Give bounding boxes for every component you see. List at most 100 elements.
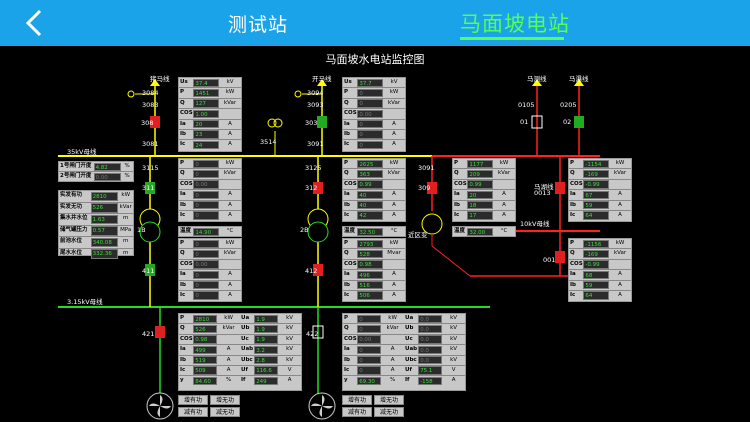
metric-value: 0.00	[93, 172, 122, 182]
metric-value: 24	[193, 140, 220, 150]
metric-unit: A	[390, 366, 395, 373]
breaker-422	[312, 325, 324, 339]
gen2-decrease-active-button[interactable]: 减有功	[342, 407, 372, 417]
metric-value: 0	[193, 201, 220, 210]
metric-name: 温度	[180, 228, 192, 234]
gen1-increase-active-button[interactable]: 增有功	[178, 395, 208, 405]
metric-unit: Mvar	[387, 250, 401, 257]
metric-name: 集水井水位	[60, 215, 88, 221]
metric-value: 0	[357, 345, 382, 355]
metric-name: Uab	[405, 346, 418, 353]
metric-unit: %	[124, 173, 130, 180]
metric-value: 32.00	[467, 227, 494, 236]
metric-value: 17	[467, 211, 494, 220]
metric-name: Q	[344, 325, 349, 332]
metric-name: P	[570, 160, 575, 166]
metric-unit: A	[618, 281, 622, 288]
gen1-increase-reactive-button[interactable]: 增无功	[210, 395, 240, 405]
metric-unit: A	[502, 211, 506, 218]
switch-3094: 3094	[307, 89, 324, 97]
metric-unit: A	[451, 377, 456, 384]
metric-unit: kV	[286, 346, 294, 353]
metric-unit: A	[228, 191, 232, 198]
metric-value: -1156	[583, 239, 610, 248]
metric-value: 0	[193, 249, 220, 259]
metric-unit: A	[392, 291, 396, 298]
switch-02: 02	[563, 118, 572, 126]
switch-0205: 0205	[560, 101, 577, 109]
metric-unit: kW	[615, 160, 625, 166]
metric-unit: kVar	[386, 325, 399, 332]
metric-value: 20	[467, 190, 494, 200]
panel-0013: P-1154kWQ-169kVarCOSΦ-0.99Ia67AIb59AIc64…	[568, 158, 632, 222]
metric-unit	[219, 109, 241, 118]
line-label-ma-ce: 马测线	[527, 75, 547, 83]
metric-unit: kV	[450, 325, 458, 332]
metric-unit: %	[124, 163, 130, 169]
switch-309: 309	[418, 184, 431, 192]
metric-value: 2810	[193, 314, 218, 323]
metric-unit	[219, 260, 241, 269]
metric-name: If	[405, 377, 410, 384]
metric-value: 2625	[357, 159, 384, 168]
gen2-increase-reactive-button[interactable]: 增无功	[374, 395, 404, 405]
gen2-increase-active-button[interactable]: 增有功	[342, 395, 372, 405]
metric-value: 0	[357, 366, 382, 375]
gen2-decrease-reactive-button[interactable]: 减无功	[374, 407, 404, 417]
metric-unit: A	[618, 211, 622, 218]
metric-name: If	[241, 377, 246, 384]
metric-name: Ib	[344, 130, 350, 137]
gen1-decrease-active-button[interactable]: 减有功	[178, 407, 208, 417]
metric-value: 526	[90, 203, 119, 213]
metric-name: Ua	[241, 315, 250, 321]
metric-value: 37.7	[357, 78, 384, 87]
breaker-311	[145, 182, 155, 194]
switch-421: 421	[142, 330, 155, 338]
metric-value: 1451	[193, 88, 220, 98]
back-arrow-icon[interactable]	[22, 8, 46, 38]
metric-name: Ia	[344, 191, 350, 198]
metric-value: 509	[193, 366, 218, 375]
metric-name: Ia	[344, 271, 350, 278]
breaker-02	[574, 116, 584, 128]
panel-308: Us37.4kVP1451kWQ127kVarCOSΦ1.00Ia20AIb23…	[178, 77, 242, 152]
metric-name: Ia	[454, 191, 460, 198]
metric-name: 储气罐压力	[60, 226, 88, 233]
metric-name: COSΦ	[180, 260, 193, 267]
metric-unit: kV	[450, 335, 458, 342]
metric-name: 2号闸门开度	[60, 173, 92, 180]
metric-name: COSΦ	[570, 260, 583, 267]
metric-unit: m	[123, 215, 129, 221]
metric-unit: A	[618, 291, 622, 298]
metric-value: 0.99	[357, 180, 384, 189]
metric-name: Q	[570, 170, 575, 177]
metric-value: 0.00	[357, 335, 382, 344]
metric-value: 64	[583, 211, 610, 220]
metric-value: -169	[583, 249, 610, 259]
tab-test-station[interactable]: 测试站	[228, 14, 289, 36]
metric-value: -0.99	[583, 260, 610, 269]
metric-unit: kVar	[222, 325, 235, 332]
tab-mamianpo-station[interactable]: 马面坡电站	[460, 12, 570, 36]
gen1-decrease-reactive-button[interactable]: 减无功	[210, 407, 240, 417]
metric-unit: kV	[286, 315, 294, 321]
